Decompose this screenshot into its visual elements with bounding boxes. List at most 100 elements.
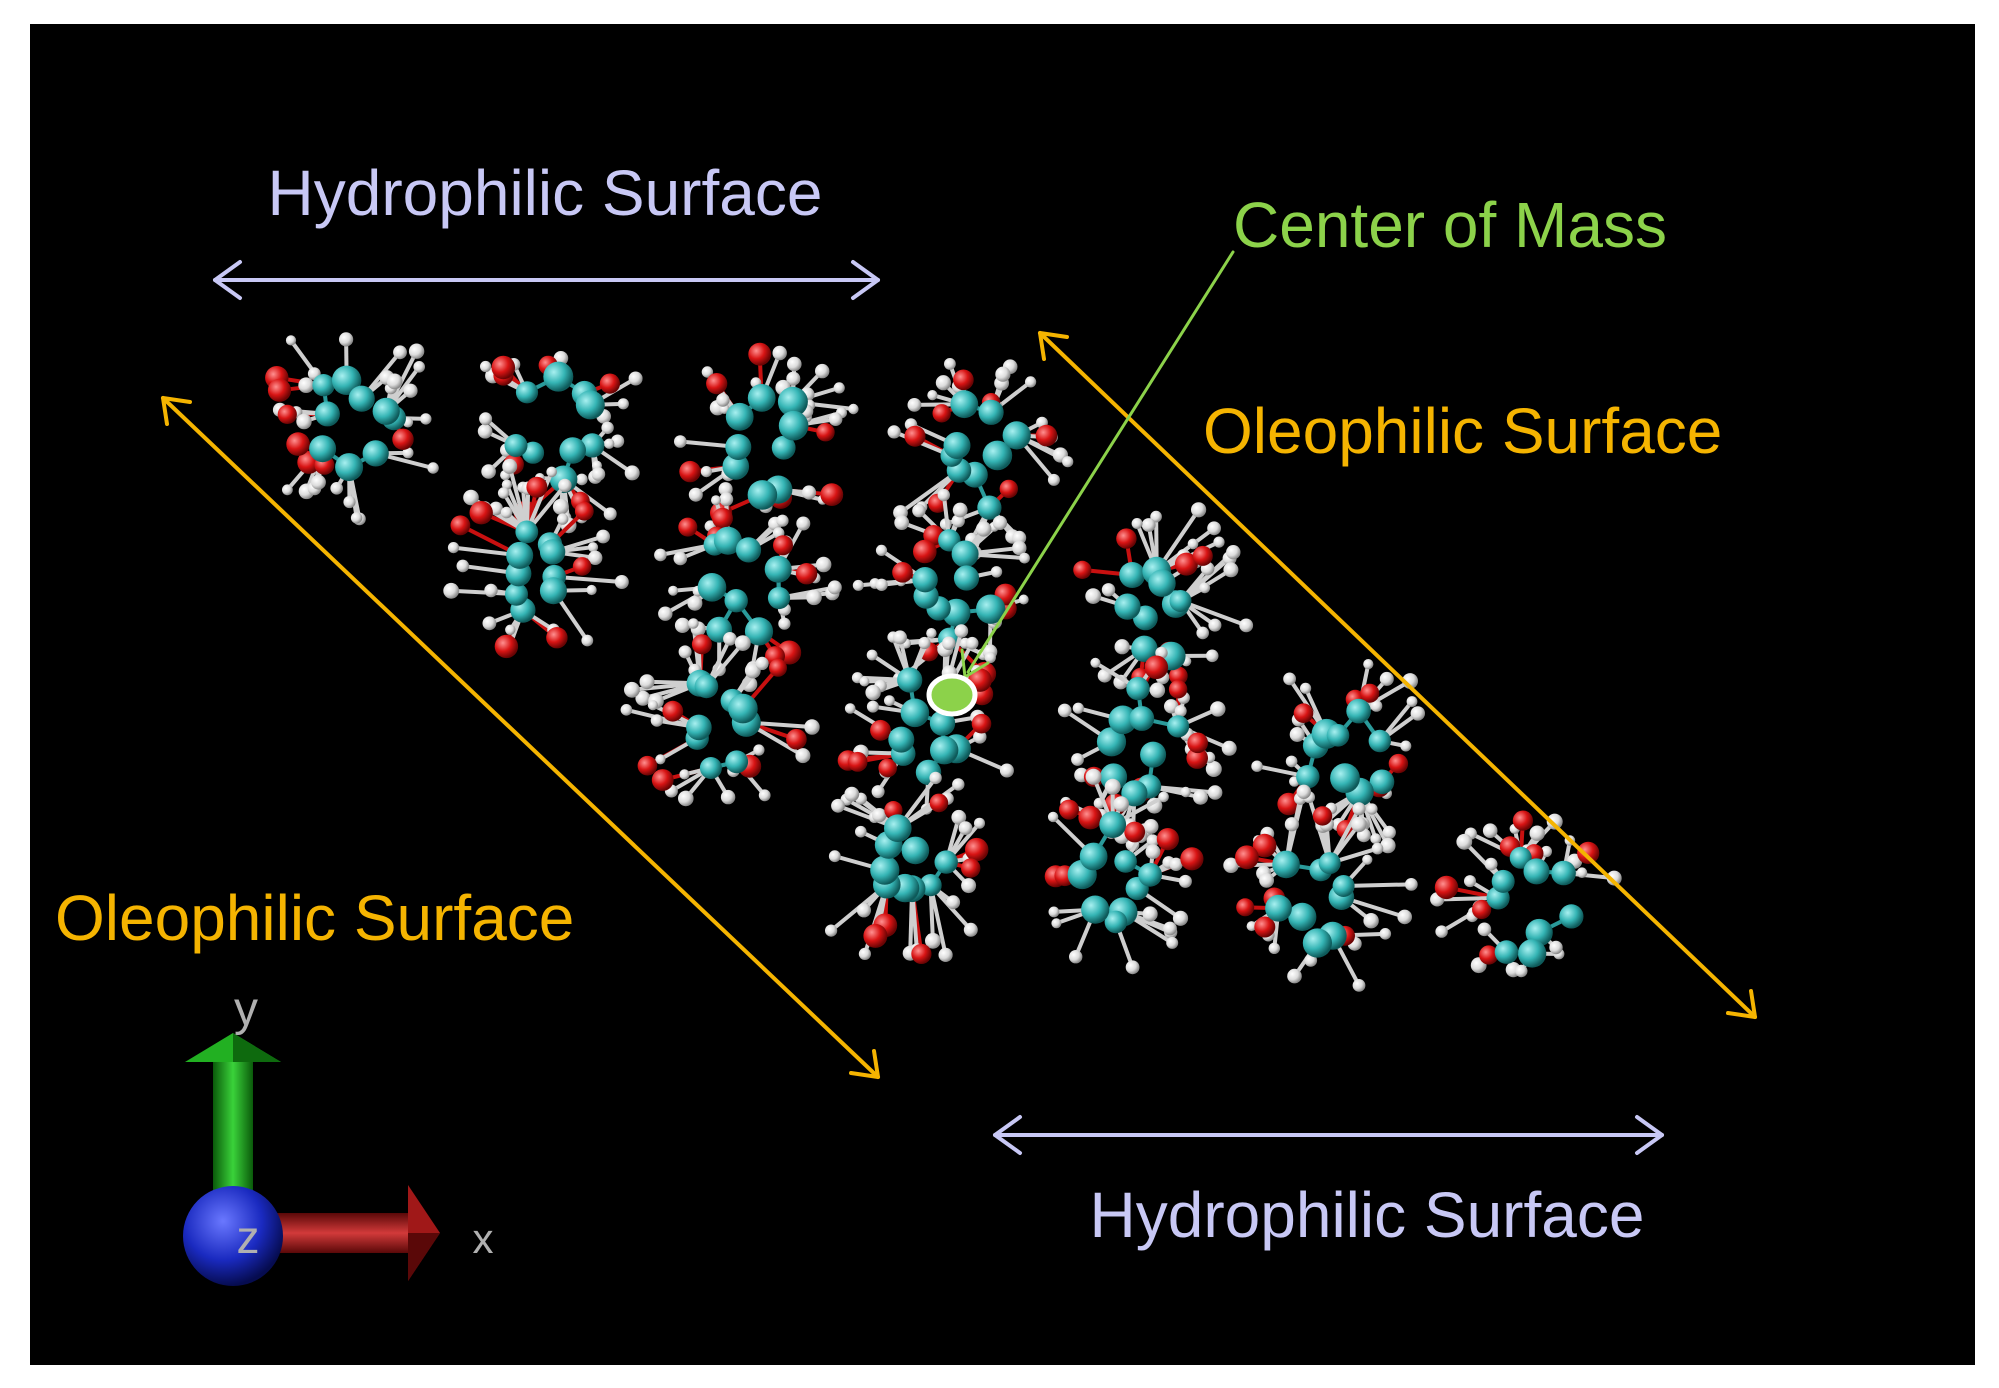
carbon-atom xyxy=(951,540,979,568)
hydrogen-atom xyxy=(1363,659,1374,670)
carbon-atom xyxy=(506,541,534,569)
hydrogen-atom xyxy=(963,922,978,937)
hydrogen-atom xyxy=(635,690,651,706)
hydrogen-atom xyxy=(408,343,425,359)
hydrogen-atom xyxy=(1180,786,1191,798)
hydrogen-atom xyxy=(776,514,789,527)
carbon-atom xyxy=(767,586,791,610)
carbon-atom xyxy=(764,555,792,583)
carbon-atom xyxy=(897,667,923,693)
oxygen-atom xyxy=(1360,683,1380,703)
oxygen-atom xyxy=(637,755,658,776)
hydrogen-atom xyxy=(647,700,659,711)
oxygen-atom xyxy=(1156,828,1179,851)
oleophilic-right-label: Oleophilic Surface xyxy=(1203,395,1722,467)
molecule-cluster xyxy=(1223,784,1418,992)
carbon-atom xyxy=(725,402,754,431)
axis-triad: y z x xyxy=(183,983,494,1286)
hydrogen-atom xyxy=(831,798,845,813)
hydrogen-atom xyxy=(1062,456,1074,468)
carbon-atom xyxy=(505,582,528,606)
carbon-atom xyxy=(1167,715,1190,738)
hydrogen-atom xyxy=(1012,530,1027,545)
hydrogen-atom xyxy=(772,345,787,361)
hydrogen-atom xyxy=(282,484,293,496)
oxygen-atom xyxy=(795,563,818,585)
carbon-atom xyxy=(1330,763,1360,793)
carbon-atom xyxy=(1099,811,1127,838)
oxygen-atom xyxy=(1186,747,1208,769)
hydrogen-atom xyxy=(1205,649,1219,663)
carbon-atom xyxy=(777,386,808,417)
carbon-atom xyxy=(1126,676,1150,701)
hydrogen-atom xyxy=(844,786,860,802)
carbon-atom xyxy=(901,836,930,865)
hydrogen-atom xyxy=(505,624,516,635)
hydrogen-atom xyxy=(1072,702,1084,714)
hydrogen-atom xyxy=(1484,857,1498,871)
hydrogen-atom xyxy=(875,578,888,591)
oxygen-atom xyxy=(971,713,992,734)
hydrogen-atom xyxy=(786,371,801,386)
hydrogen-atom xyxy=(480,360,492,373)
oxygen-atom xyxy=(1124,821,1146,843)
carbon-atom xyxy=(929,710,956,736)
center-of-mass-dot xyxy=(926,673,978,717)
hydrogen-atom xyxy=(427,462,439,474)
hydrogen-atom xyxy=(984,651,996,664)
hydrogen-atom xyxy=(884,695,895,706)
oxygen-atom xyxy=(1035,424,1058,447)
hydrogen-atom xyxy=(918,636,931,650)
carbon-atom xyxy=(515,381,539,404)
hydrogen-atom xyxy=(1012,540,1027,556)
carbon-atom xyxy=(1096,727,1127,757)
hydrogen-atom xyxy=(679,769,690,780)
hydrogen-atom xyxy=(624,681,640,698)
oxygen-atom xyxy=(1235,845,1259,870)
molecule-cluster xyxy=(1251,659,1426,854)
molecule-cluster xyxy=(674,342,859,525)
hydrogen-atom xyxy=(1223,857,1239,873)
hydrogen-atom xyxy=(1515,964,1528,978)
hydrogen-atom xyxy=(1213,536,1225,548)
x-axis-label: x xyxy=(473,1215,494,1262)
hydrogen-atom xyxy=(937,488,950,502)
hydrogen-atom xyxy=(1287,968,1302,984)
molecule-layer xyxy=(265,332,1622,992)
hydrogen-atom xyxy=(1477,922,1492,937)
carbon-atom xyxy=(747,384,776,412)
hydrogen-atom xyxy=(688,487,703,502)
hydrogen-atom xyxy=(673,551,688,566)
carbon-atom xyxy=(694,674,719,699)
oxygen-atom xyxy=(1236,898,1255,917)
hydrogen-atom xyxy=(828,850,841,863)
oxygen-atom xyxy=(1174,552,1198,576)
hydrogen-atom xyxy=(720,789,736,805)
oxygen-atom xyxy=(1168,680,1188,699)
oxygen-atom xyxy=(953,369,974,391)
hydrogen-atom xyxy=(1210,701,1226,717)
hydrogen-atom xyxy=(482,616,497,631)
hydrogen-atom xyxy=(586,584,597,596)
hydrogen-atom xyxy=(753,744,765,756)
hydrogen-atom xyxy=(1380,837,1396,854)
carbon-atom xyxy=(900,698,930,728)
hydrogen-atom xyxy=(1207,521,1221,536)
hydrogen-atom xyxy=(350,512,363,524)
hydrogen-atom xyxy=(1047,473,1060,486)
carbon-atom xyxy=(1559,904,1584,929)
carbon-atom xyxy=(976,594,1006,624)
hydrogen-atom xyxy=(1085,588,1102,604)
hydrogen-atom xyxy=(343,495,356,509)
molecule-cluster xyxy=(1430,810,1622,978)
oxygen-atom xyxy=(816,423,835,442)
carbon-atom xyxy=(1114,850,1137,873)
oxygen-atom xyxy=(965,837,989,862)
carbon-atom xyxy=(953,565,980,591)
oxygen-atom xyxy=(574,501,594,521)
hydrogen-atom xyxy=(894,515,910,530)
hydrogen-atom xyxy=(995,366,1011,382)
hydrogen-atom xyxy=(1221,740,1237,756)
carbon-atom xyxy=(950,390,979,419)
